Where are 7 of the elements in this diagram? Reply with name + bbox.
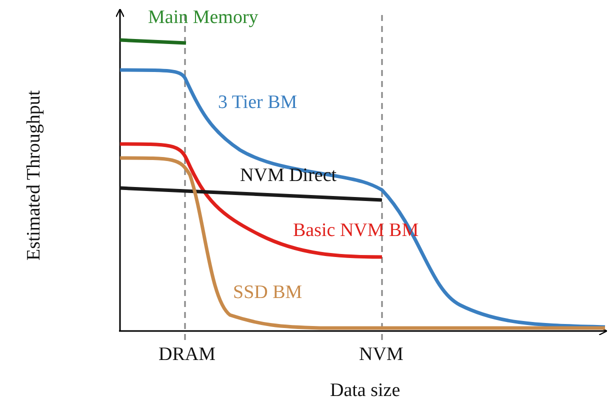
axis-title: Estimated Throughput: [24, 90, 46, 260]
tick-label: DRAM: [158, 345, 216, 366]
series-label: SSD BM: [233, 283, 302, 304]
tick-label: NVM: [359, 345, 404, 366]
series-label: Main Memory: [148, 8, 258, 29]
series-label: 3 Tier BM: [218, 93, 298, 114]
axis-title: Data size: [330, 381, 400, 402]
